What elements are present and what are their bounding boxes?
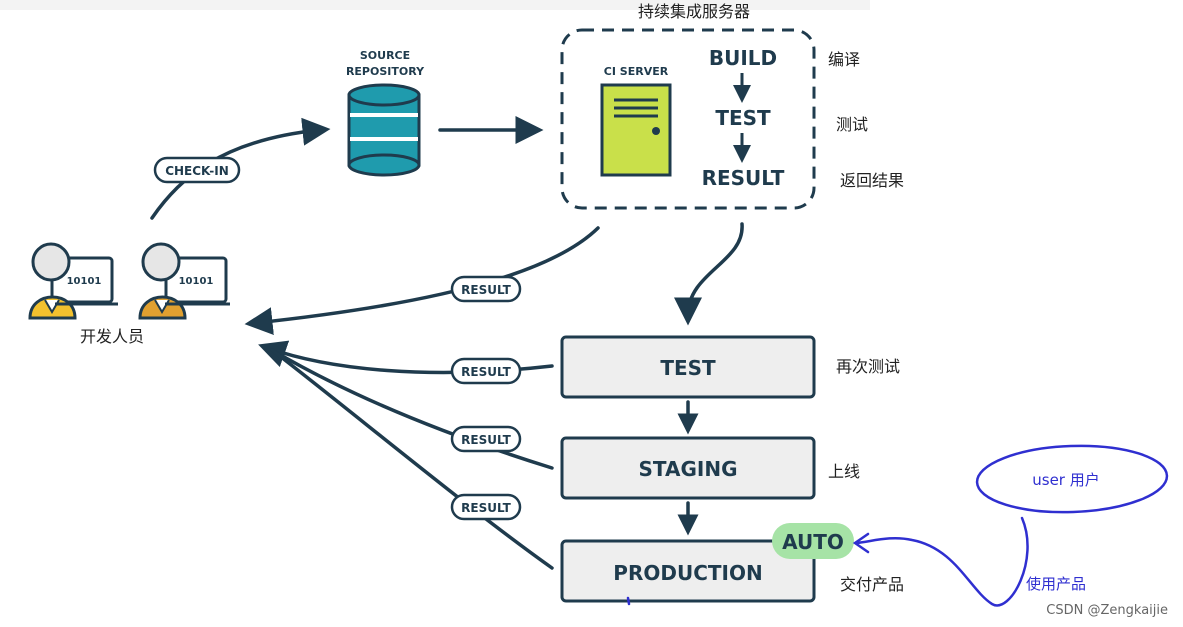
test-result-pill: RESULT [450, 357, 522, 385]
stage-production: PRODUCTION [560, 539, 816, 603]
source-repository: SOURCE REPOSITORY [346, 49, 425, 177]
user-label: user 用户 [1032, 471, 1100, 489]
staging-result-pill: RESULT [450, 425, 522, 453]
stage-production-note: 交付产品 [840, 575, 904, 594]
user-ellipse [975, 444, 1169, 514]
user-arrow-head [852, 532, 870, 554]
production-result-arrow [270, 348, 554, 570]
ci-step-test: TEST [715, 106, 771, 130]
checkin-label: CHECK-IN [165, 164, 229, 178]
ci-step-build: BUILD [709, 46, 777, 70]
developer-avatar [31, 242, 71, 282]
developer-1: 10101 [28, 242, 118, 320]
developer-avatar [141, 242, 181, 282]
header-strip [0, 0, 870, 10]
stage-production-label: PRODUCTION [613, 561, 762, 585]
user-note: 使用产品 [1026, 575, 1086, 593]
stage-staging-note: 上线 [828, 462, 860, 481]
ink-tick [626, 596, 631, 606]
stage-staging: STAGING [560, 436, 816, 500]
ci-result-pill: RESULT [450, 275, 522, 303]
laptop-code-1: 10101 [67, 276, 102, 287]
ci-server-label: CI SERVER [604, 65, 669, 78]
user-usage-arrow [854, 516, 1029, 607]
staging-result-arrow [270, 348, 554, 470]
ci-result-label: RESULT [461, 283, 511, 297]
stage-test-note: 再次测试 [836, 357, 900, 376]
database-icon [347, 83, 421, 177]
ci-server-box: CI SERVER BUILD TEST RESULT [560, 28, 816, 210]
developers: 10101 10101 开发人员 [28, 242, 230, 346]
auto-badge: AUTO [772, 523, 854, 559]
ci-step-result: RESULT [702, 166, 785, 190]
staging-result-label: RESULT [461, 433, 511, 447]
stage-test-label: TEST [660, 356, 716, 380]
stage-staging-label: STAGING [639, 457, 738, 481]
laptop-code-2: 10101 [179, 276, 214, 287]
ci-server-title: 持续集成服务器 [638, 2, 750, 21]
note-build: 编译 [828, 50, 860, 69]
developers-label: 开发人员 [80, 327, 144, 346]
production-result-label: RESULT [461, 501, 511, 515]
source-repository-label-1: SOURCE [360, 49, 410, 62]
production-result-pill: RESULT [450, 493, 522, 521]
note-result: 返回结果 [840, 171, 904, 190]
developer-2: 10101 [138, 242, 230, 320]
watermark: CSDN @Zengkaijie [1046, 603, 1168, 618]
test-result-label: RESULT [461, 365, 511, 379]
auto-badge-label: AUTO [782, 530, 844, 554]
server-icon [600, 83, 672, 177]
stage-test: TEST [560, 335, 816, 399]
note-test: 测试 [836, 115, 868, 134]
ci-to-test-arrow [674, 222, 744, 326]
checkin-pill: CHECK-IN [153, 156, 241, 184]
source-repository-label-2: REPOSITORY [346, 65, 425, 78]
ci-result-arrow [244, 226, 600, 336]
